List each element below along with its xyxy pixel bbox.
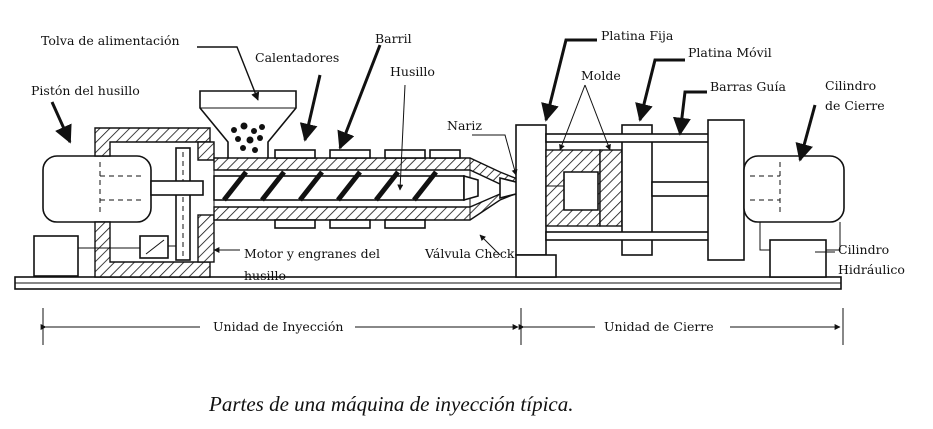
machine-base: [14, 276, 842, 290]
screw-shaft: [150, 180, 204, 196]
label-nariz: Nariz: [447, 118, 482, 133]
label-platina-movil: Platina Móvil: [688, 45, 772, 60]
support-feet: [515, 254, 557, 278]
label-cilindro-cierre-2: de Cierre: [825, 98, 885, 113]
label-cil-hidr-1: Cilindro: [838, 242, 889, 257]
gear-plate: [175, 147, 191, 261]
dimension-lines: [40, 308, 844, 345]
label-barras-guia: Barras Guía: [710, 79, 786, 94]
label-husillo: Husillo: [390, 64, 435, 79]
label-molde: Molde: [581, 68, 621, 83]
hydraulic-unit: [759, 222, 841, 278]
label-valvula: Válvula Check: [424, 246, 515, 261]
clamp-cylinder: [743, 155, 845, 223]
label-unidad-cierre: Unidad de Cierre: [604, 319, 714, 334]
label-unidad-inyeccion: Unidad de Inyección: [213, 319, 343, 334]
figure-caption: Partes de una máquina de inyección típic…: [208, 392, 574, 416]
label-cil-hidr-2: Hidráulico: [838, 262, 905, 277]
leader-lines: [50, 38, 835, 256]
label-cilindro-cierre-1: Cilindro: [825, 78, 876, 93]
label-motor-1: Motor y engranes del: [244, 246, 380, 261]
label-platina-fija: Platina Fija: [601, 28, 674, 43]
label-motor-2: husillo: [244, 268, 286, 283]
screw: [213, 170, 479, 202]
piston-cylinder: [42, 155, 152, 223]
mold: [545, 149, 623, 227]
motor-block: [33, 235, 185, 277]
clamp-rod: [651, 181, 709, 197]
label-piston: Pistón del husillo: [31, 83, 140, 98]
heaters: [274, 149, 461, 229]
label-tolva: Tolva de alimentación: [41, 33, 180, 48]
fixed-platen: [515, 124, 547, 256]
label-calentadores: Calentadores: [255, 50, 339, 65]
rear-platen: [707, 119, 745, 261]
label-barril: Barril: [375, 31, 412, 46]
piston-frame: [94, 127, 215, 278]
